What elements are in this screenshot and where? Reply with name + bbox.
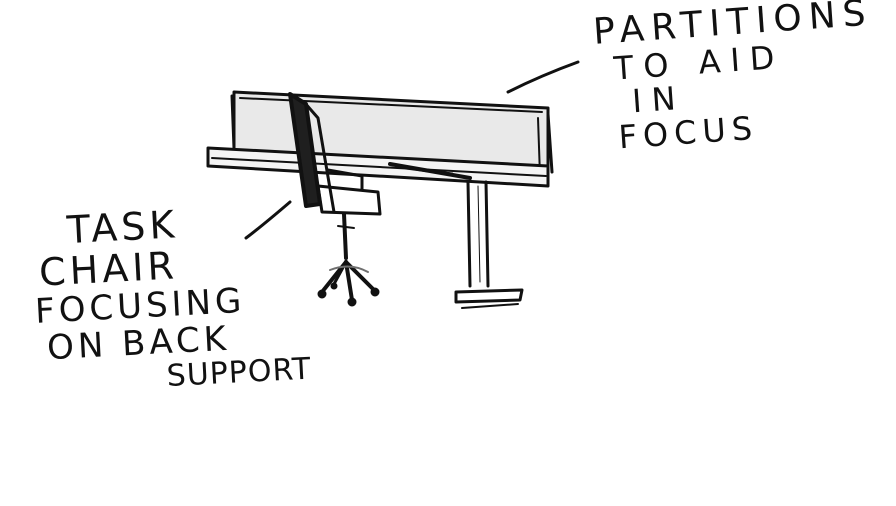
desk-leg [456,182,522,308]
task-chair-annotation-line: SUPPORT [166,353,312,393]
task-chair-annotation: TASK CHAIR FOCUSING ON BACK SUPPORT [30,198,312,400]
partitions-annotation: PARTITIONS TO AID IN FOCUS [592,0,881,156]
partitions-leader-line [508,62,578,92]
